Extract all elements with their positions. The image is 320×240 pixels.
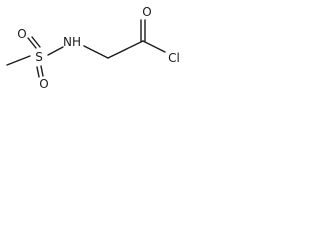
bonds: [6, 19, 166, 78]
structural-formula: S O O NH O Cl: [6, 5, 180, 91]
bond-sulfur-nitrogen: [47, 46, 64, 56]
bond-nitrogen-methylene: [83, 45, 109, 59]
bond-sulfur-oxygen-top-b: [31, 36, 41, 48]
bond-carbonyl-chlorine: [142, 40, 166, 53]
bond-sulfur-oxygen-bottom-a: [36, 66, 40, 78]
bond-methyl-sulfur: [6, 55, 31, 66]
atom-sulfur: S: [35, 50, 43, 64]
atom-nitrogen: NH: [63, 35, 81, 49]
atom-oxygen-bottom: O: [39, 77, 48, 91]
atom-chlorine: Cl: [168, 51, 180, 65]
atom-oxygen-top: O: [17, 27, 26, 41]
atom-labels: S O O NH O Cl: [17, 5, 180, 91]
atom-carbonyl-oxygen: O: [142, 5, 151, 19]
bond-sulfur-oxygen-bottom-b: [40, 65, 44, 77]
bond-sulfur-oxygen-top-a: [27, 37, 37, 49]
bond-methylene-carbonyl: [107, 40, 144, 59]
